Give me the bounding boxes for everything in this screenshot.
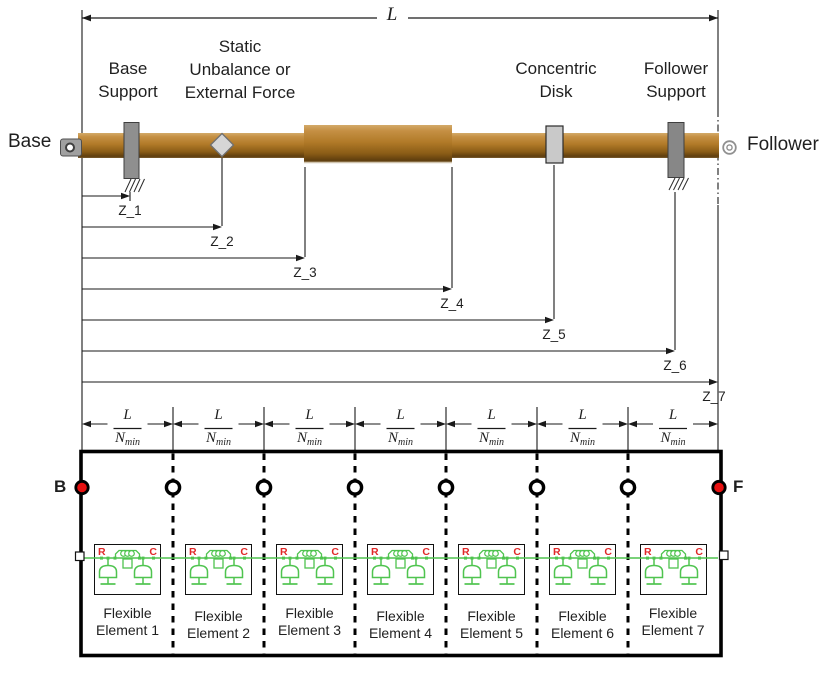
base-support-icon: [123, 122, 145, 193]
port-label-c: C: [422, 546, 430, 558]
callout-concentric-disk: Concentric Disk: [515, 59, 597, 101]
z6-label: Z_6: [663, 358, 687, 373]
arrowhead-right: [709, 14, 718, 22]
base-eyelet-icon: [60, 138, 82, 157]
shaft-thick-section: [304, 125, 452, 163]
z7-label: Z_7: [702, 389, 726, 404]
right-connector-square: [718, 550, 729, 561]
internal-node-circles: [164, 479, 637, 496]
left-connector-square: [74, 551, 85, 562]
fraction-denominator: Nmin: [569, 430, 596, 448]
fraction-denominator: Nmin: [660, 430, 686, 448]
port-label-c: C: [240, 546, 248, 558]
base-node-circle: [74, 479, 90, 496]
port-label-r: R: [462, 546, 470, 558]
fraction-numerator: L: [214, 407, 223, 423]
callout-static-unbalance: Static Unbalance or External Force: [184, 37, 296, 102]
segment-dimension-row: [82, 407, 718, 450]
z4-label: Z_4: [440, 296, 464, 311]
port-label-c: C: [331, 546, 339, 558]
fraction-numerator: L: [396, 407, 405, 423]
port-label-r: R: [644, 546, 652, 558]
follower-ring-icon: [722, 140, 737, 155]
port-label-c: C: [695, 546, 703, 558]
port-label-c: C: [604, 546, 612, 558]
z2-label: Z_2: [210, 234, 234, 249]
fraction-numerator: L: [123, 407, 132, 423]
port-label-c: C: [513, 546, 521, 558]
z1-label: Z_1: [118, 203, 142, 218]
fraction-numerator: L: [487, 407, 496, 423]
z-arrowheads: [121, 192, 718, 386]
fraction-numerator: L: [578, 407, 587, 423]
grid-dashed-dividers: [171, 453, 630, 654]
port-label-r: R: [553, 546, 561, 558]
flexible-element-6: R C: [549, 545, 616, 595]
unbalance-diamond-icon: [209, 132, 235, 158]
follower-node-label: F: [733, 477, 744, 496]
arrowhead-left: [82, 14, 91, 22]
fraction-denominator: Nmin: [478, 430, 505, 448]
fraction-numerator: L: [668, 407, 678, 423]
port-label-r: R: [189, 546, 197, 558]
l-dimension-line: [82, 14, 718, 22]
callout-base-support: Base Support: [98, 59, 158, 101]
flexible-element-1: R C: [94, 545, 161, 595]
port-label-r: R: [371, 546, 379, 558]
base-node-label: B: [54, 477, 67, 496]
z3-label: Z_3: [293, 265, 317, 280]
fraction-denominator: Nmin: [205, 430, 232, 448]
total-length-label: L: [386, 4, 398, 25]
fraction-denominator: Nmin: [114, 430, 141, 448]
z5-label: Z_5: [542, 327, 566, 342]
port-label-c: C: [149, 546, 157, 558]
port-label-r: R: [280, 546, 288, 558]
callout-follower-support: Follower Support: [643, 59, 709, 101]
fraction-numerator: L: [305, 407, 314, 423]
port-label-r: R: [98, 546, 106, 558]
follower-support-icon: [667, 122, 689, 191]
concentric-disk-icon: [545, 125, 564, 164]
fraction-denominator: Nmin: [387, 430, 414, 448]
follower-end-label: Follower: [747, 134, 819, 155]
leader-lines: [129, 157, 676, 350]
fraction-denominator: Nmin: [296, 430, 323, 448]
shaft: [78, 125, 719, 164]
follower-node-circle: [711, 479, 727, 496]
base-end-label: Base: [8, 131, 52, 152]
flexible-element-7: R C: [640, 545, 707, 595]
flexible-element-4: R C: [367, 545, 434, 595]
flexible-element-2: R C: [185, 545, 252, 595]
flexible-element-5: R C: [458, 545, 525, 595]
flexible-element-3: R C: [276, 545, 343, 595]
